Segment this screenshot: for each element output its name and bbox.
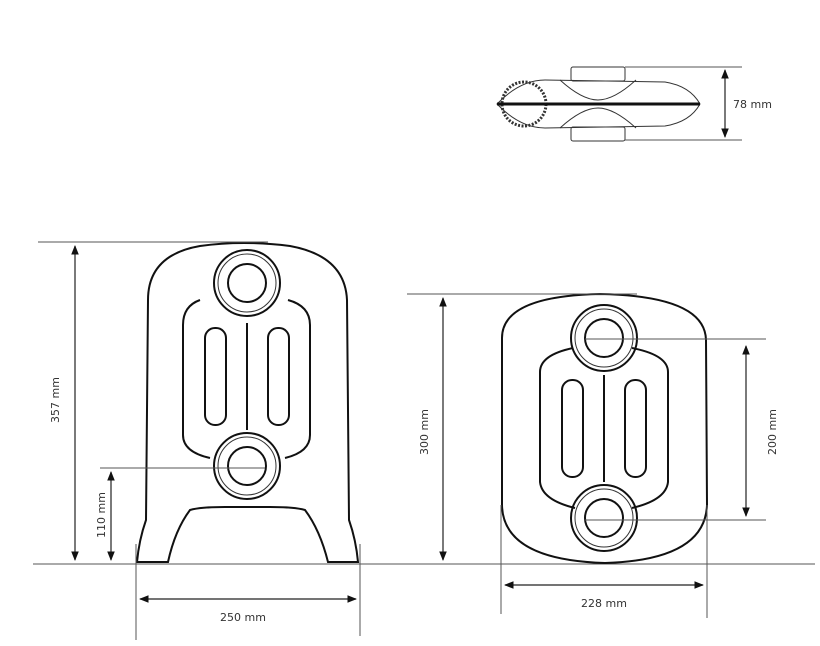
center-distance-label: 200 mm — [766, 409, 779, 455]
side-view-short: 300 mm 200 mm 228 mm — [407, 292, 779, 618]
tall-height-label: 357 mm — [49, 377, 62, 423]
connection-height-label: 110 mm — [95, 492, 108, 538]
depth-label: 78 mm — [733, 98, 772, 111]
top-view: 78 mm — [496, 66, 772, 142]
tall-width-label: 250 mm — [220, 611, 266, 624]
short-height-label: 300 mm — [418, 409, 431, 455]
short-width-label: 228 mm — [581, 597, 627, 610]
side-view-tall: 357 mm 110 mm 250 mm — [38, 241, 361, 640]
